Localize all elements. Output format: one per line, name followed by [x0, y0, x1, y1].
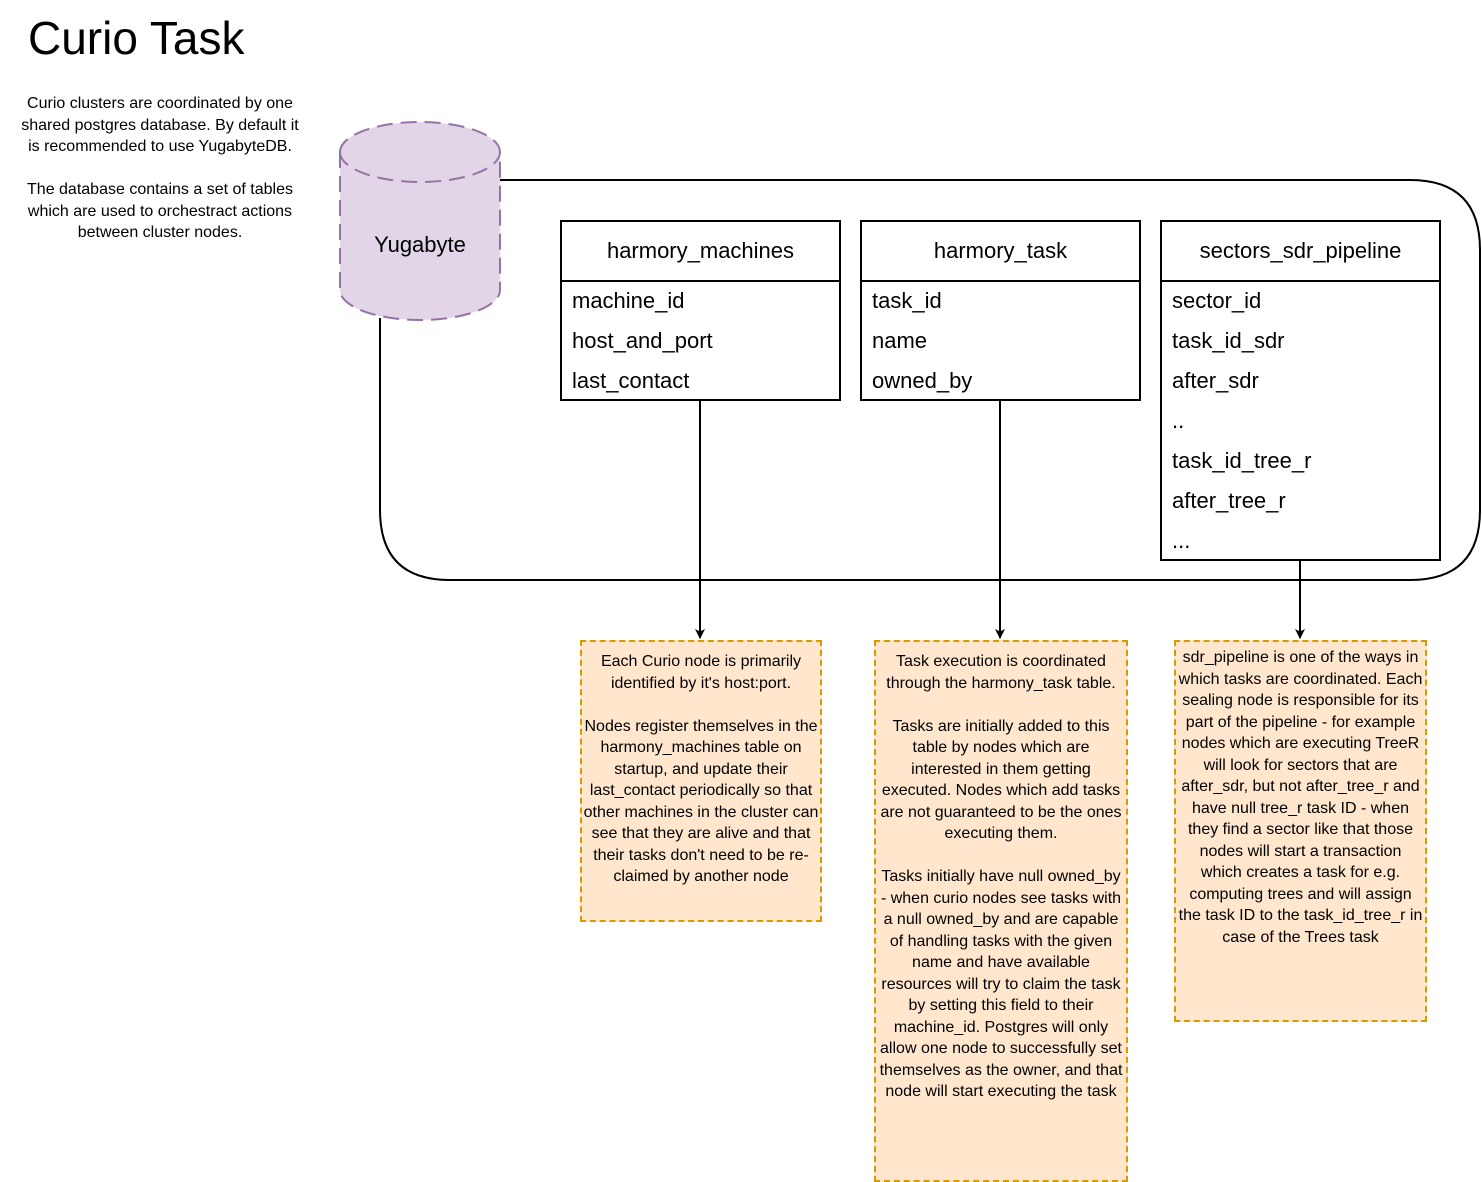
table-field: .. — [1172, 408, 1185, 433]
table-field: owned_by — [872, 368, 973, 393]
note-harmory-task: Task execution is coordinated through th… — [874, 640, 1128, 1182]
table-sectors-sdr-pipeline[interactable]: sectors_sdr_pipeline sector_id task_id_s… — [1160, 220, 1441, 561]
note-paragraph: Each Curio node is primarily identified … — [600, 653, 802, 692]
table-field: task_id_tree_r — [1172, 448, 1312, 473]
intro-paragraph-1: Curio clusters are coordinated by one sh… — [21, 95, 299, 155]
note-harmory-machines: Each Curio node is primarily identified … — [580, 640, 822, 922]
table-header: sectors_sdr_pipeline — [1162, 222, 1439, 282]
database-label: Yugabyte — [374, 232, 466, 257]
table-harmory-task[interactable]: harmory_task task_id name owned_by — [860, 220, 1141, 401]
table-header: harmory_machines — [562, 222, 839, 282]
table-field: sector_id — [1172, 288, 1262, 313]
note-paragraph: Tasks initially have null owned_by - whe… — [879, 868, 1123, 1100]
database-container-outline — [379, 179, 1481, 581]
table-field: machine_id — [572, 288, 685, 313]
table-field: name — [872, 328, 928, 353]
table-field: after_sdr — [1172, 368, 1259, 393]
note-sectors-sdr-pipeline: sdr_pipeline is one of the ways in which… — [1174, 640, 1427, 1022]
note-paragraph: Tasks are initially added to this table … — [880, 717, 1122, 843]
intro-paragraph-2: The database contains a set of tables wh… — [27, 181, 293, 241]
table-field: ... — [1172, 528, 1191, 553]
table-field: last_contact — [572, 368, 690, 393]
table-field: task_id — [872, 288, 942, 313]
note-paragraph: Nodes register themselves in the harmony… — [583, 717, 819, 886]
table-field: host_and_port — [572, 328, 713, 353]
table-header: harmory_task — [862, 222, 1139, 282]
table-field: task_id_sdr — [1172, 328, 1285, 353]
database-cylinder — [339, 121, 501, 321]
note-paragraph: Task execution is coordinated through th… — [886, 653, 1116, 692]
page-title: Curio Task — [28, 12, 245, 64]
table-field: after_tree_r — [1172, 488, 1286, 513]
table-harmory-machines[interactable]: harmory_machines machine_id host_and_por… — [560, 220, 841, 401]
database-cylinder-body — [339, 121, 501, 321]
note-paragraph: sdr_pipeline is one of the ways in which… — [1178, 649, 1423, 946]
intro-text: Curio clusters are coordinated by one sh… — [20, 93, 300, 244]
